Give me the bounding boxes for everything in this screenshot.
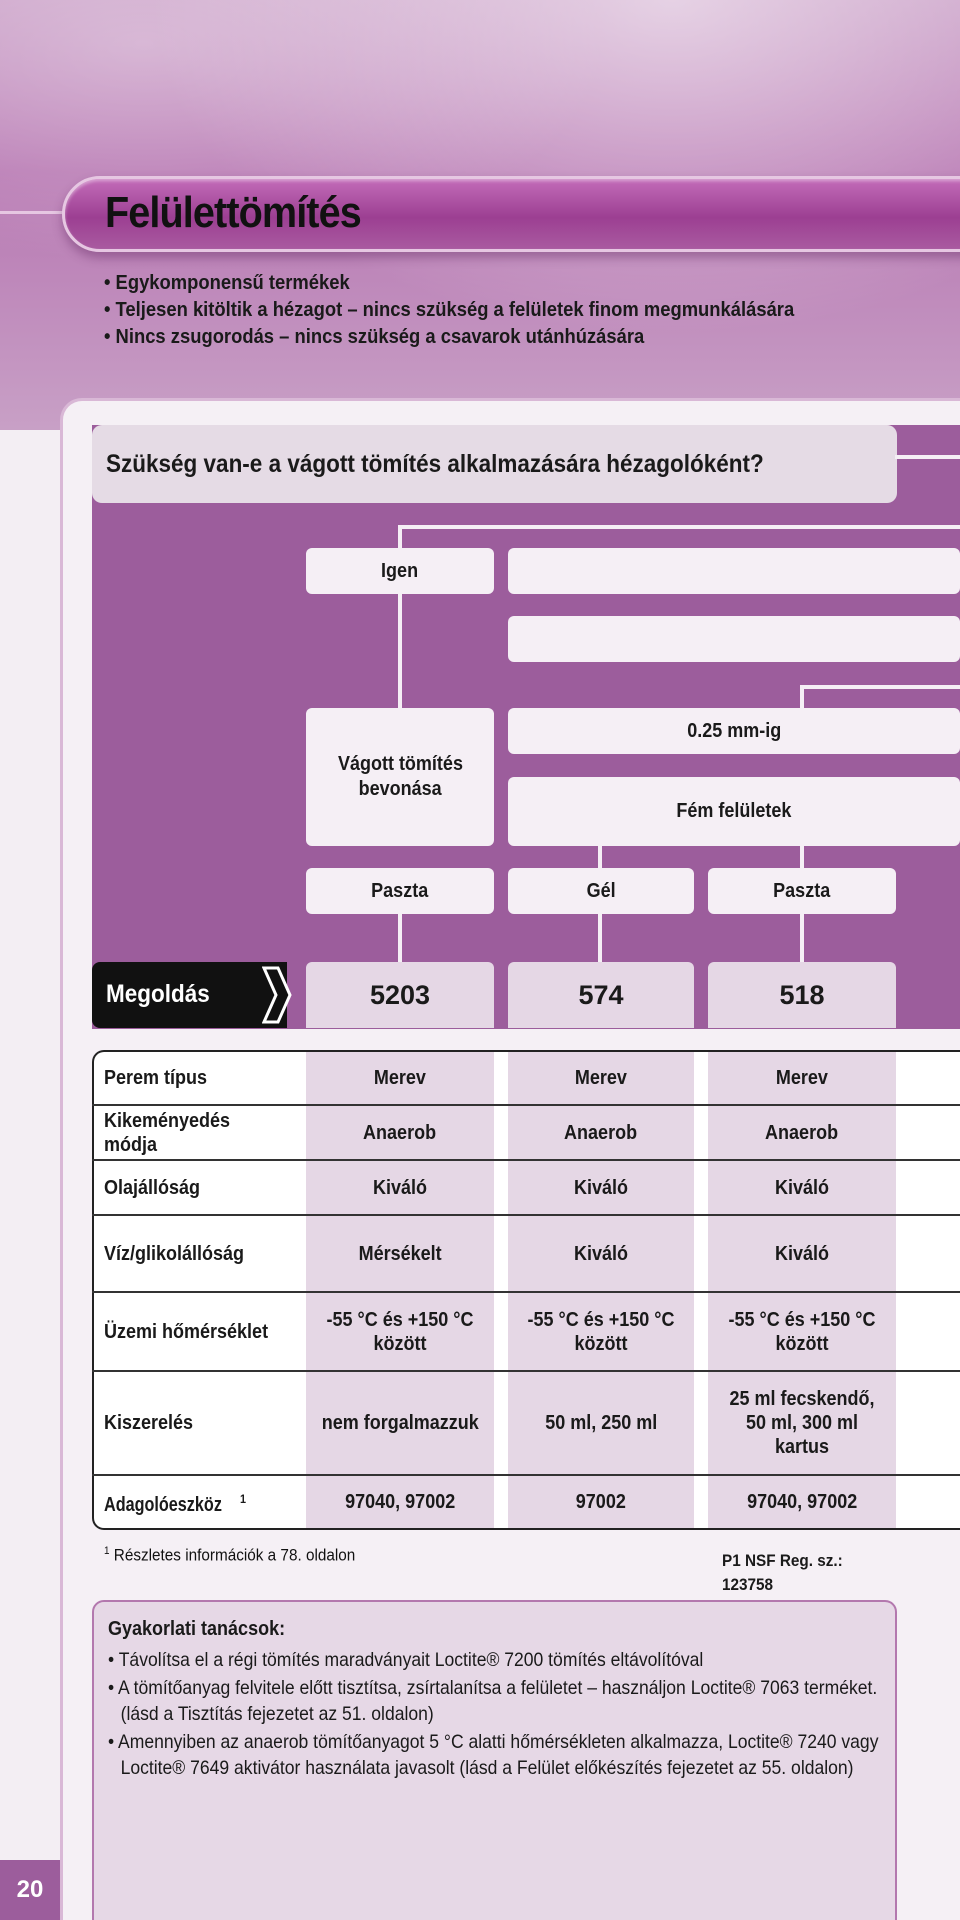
table-cell: 97040, 97002	[344, 1491, 456, 1513]
connector	[598, 842, 602, 870]
connector	[800, 685, 960, 689]
table-cell: 25 ml fecskendő, 50 ml, 300 ml kartus	[729, 1388, 875, 1458]
table-row-label: Víz/glikolállóság	[104, 1242, 245, 1265]
table-cell: Kiváló	[774, 1242, 830, 1265]
table-cell: -55 °C és +150 °C között	[527, 1308, 675, 1355]
tips-title: Gyakorlati tanácsok:	[108, 1618, 286, 1640]
table-column	[708, 1052, 896, 1528]
feature-item: Nincs zsugorodás – nincs szükség a csava…	[104, 324, 794, 351]
solution-product: 574	[508, 962, 694, 1028]
table-cell: 97040, 97002	[746, 1491, 858, 1513]
table-column	[306, 1052, 494, 1528]
table-cell: nem forgalmazzuk	[321, 1412, 479, 1434]
flow-yes-box: Igen	[306, 548, 494, 594]
flow-form-box: Paszta	[708, 868, 896, 914]
table-column	[508, 1052, 694, 1528]
flow-form-box: Gél	[508, 868, 694, 914]
tip-item: Amennyiben az anaerob tömítőanyagot 5 °C…	[108, 1729, 882, 1781]
table-cell: Merev	[574, 1067, 628, 1089]
table-cell: Anaerob	[363, 1121, 437, 1144]
nsf-registration: P1 NSF Reg. sz.: 123758	[722, 1551, 843, 1594]
table-divider	[92, 1104, 960, 1106]
feature-list: Egykomponensű termékek Teljesen kitöltik…	[104, 270, 795, 351]
table-cell: 50 ml, 250 ml	[544, 1412, 658, 1434]
table-cell: Merev	[775, 1067, 829, 1089]
flow-form-box: Paszta	[306, 868, 494, 914]
table-divider	[92, 1370, 960, 1372]
table-cell: -55 °C és +150 °C között	[326, 1308, 474, 1355]
table-cell: Kiváló	[372, 1176, 428, 1199]
title-bar	[62, 176, 960, 252]
chevron-right-icon	[262, 966, 292, 1024]
table-cell: Kiváló	[774, 1176, 830, 1199]
footnote: 1 Részletes információk a 78. oldalon	[104, 1545, 356, 1565]
connector	[398, 525, 960, 529]
page-title: Felülettömítés	[105, 188, 362, 237]
tip-item: A tömítőanyag felvitele előtt tisztítsa,…	[108, 1675, 882, 1727]
solution-product: 518	[708, 962, 896, 1028]
table-cell: Kiváló	[573, 1242, 629, 1265]
connector	[800, 685, 804, 715]
table-divider	[92, 1214, 960, 1216]
flow-empty-box	[508, 548, 960, 594]
table-row-label: Perem típus	[104, 1067, 208, 1089]
connector	[895, 455, 960, 459]
table-cell: Mérsékelt	[358, 1242, 442, 1265]
flow-metal-box: Fém felületek	[508, 777, 960, 846]
flow-gap-box: 0.25 mm-ig	[508, 708, 960, 754]
table-divider	[92, 1474, 960, 1476]
solution-label: Megoldás	[92, 962, 287, 1028]
table-cell: 97002	[575, 1491, 627, 1513]
table-row-label: Adagolóeszköz 1	[104, 1492, 247, 1516]
flow-cut-gasket-box: Vágott tömítés bevonása	[306, 708, 494, 846]
solution-product: 5203	[306, 962, 494, 1028]
page-number: 20	[0, 1860, 60, 1920]
table-cell: Kiváló	[573, 1176, 629, 1199]
table-cell: Anaerob	[765, 1121, 839, 1144]
title-rule	[0, 211, 64, 214]
connector	[398, 592, 402, 710]
connector	[598, 912, 602, 964]
table-cell: Anaerob	[564, 1121, 638, 1144]
table-row-label: Üzemi hőmérséklet	[104, 1320, 269, 1343]
table-cell: Merev	[373, 1067, 427, 1089]
tip-item: Távolítsa el a régi tömítés maradványait…	[108, 1647, 882, 1673]
connector	[800, 842, 804, 870]
connector	[800, 912, 804, 964]
table-divider	[92, 1291, 960, 1293]
connector	[398, 912, 402, 964]
table-row-label: Kikeményedés módja	[104, 1109, 231, 1156]
feature-item: Teljesen kitöltik a hézagot – nincs szük…	[104, 297, 795, 324]
table-row-label: Kiszerelés	[104, 1412, 194, 1434]
table-row-label: Olajállóság	[104, 1176, 201, 1199]
table-cell: -55 °C és +150 °C között	[728, 1308, 876, 1355]
connector	[398, 525, 402, 555]
practical-tips: Gyakorlati tanácsok: Távolítsa el a régi…	[92, 1600, 897, 1920]
feature-item: Egykomponensű termékek	[104, 270, 794, 297]
flow-empty-box	[508, 616, 960, 662]
table-divider	[92, 1159, 960, 1161]
footnote-marker: 1	[240, 1492, 247, 1507]
flow-question: Szükség van-e a vágott tömítés alkalmazá…	[92, 425, 897, 503]
